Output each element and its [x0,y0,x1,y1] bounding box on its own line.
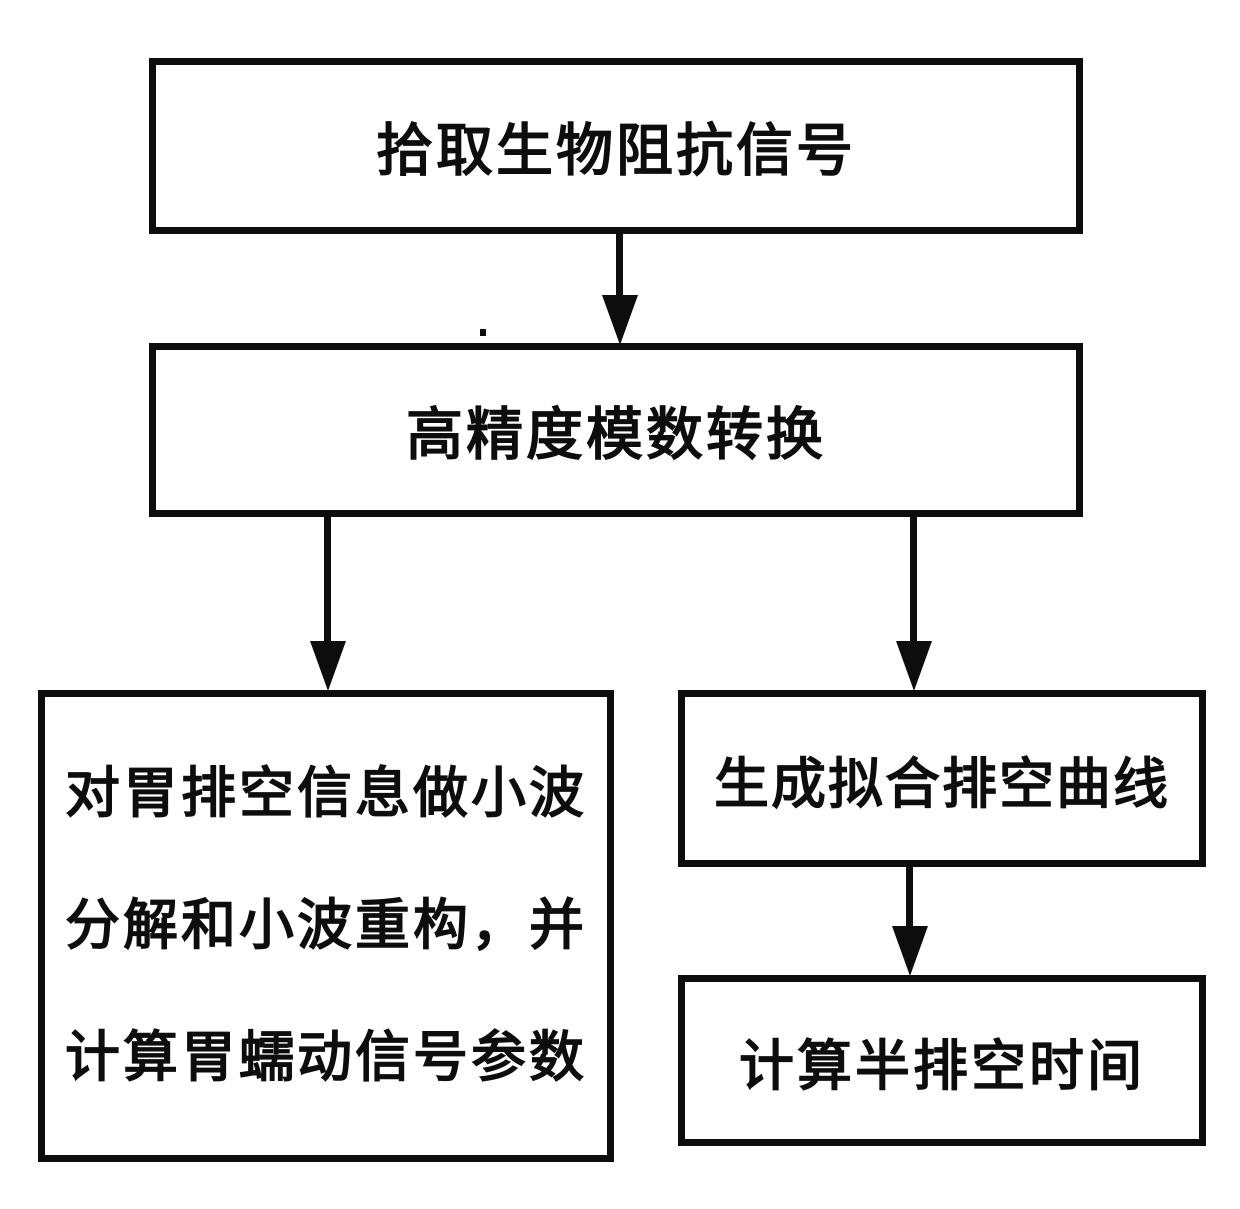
arrow-shaft [910,515,917,647]
wavelet-label-line-2: 分解和小波重构，并 [64,895,587,956]
flowchart-box-wavelet-processing: 对胃排空信息做小波 分解和小波重构，并 计算胃蠕动信号参数 [38,690,614,1162]
flowchart-box-wavelet-processing-label: 对胃排空信息做小波 分解和小波重构，并 计算胃蠕动信号参数 [65,695,587,1157]
flowchart-box-adc-conversion: 高精度模数转换 [149,343,1083,517]
wavelet-label-line-3: 计算胃蠕动信号参数 [64,1027,587,1088]
arrow-shaft [906,864,913,932]
arrow-adc-to-wavelet [310,515,346,691]
arrow-shaft [324,515,331,647]
flowchart-box-half-emptying-time-label: 计算半排空时间 [738,1035,1145,1097]
flowchart-box-fit-emptying-curve: 生成拟合排空曲线 [678,690,1206,867]
flowchart-box-acquire-signal: 拾取生物阻抗信号 [149,58,1083,234]
arrow-head-icon [602,295,638,345]
flowchart-box-acquire-signal-label: 拾取生物阻抗信号 [376,120,856,183]
arrow-adc-to-curve [896,515,932,691]
arrow-curve-to-halftime [892,864,928,976]
arrow-shaft [616,232,623,301]
flowchart-box-half-emptying-time: 计算半排空时间 [678,975,1206,1146]
arrow-head-icon [896,641,932,691]
arrow-head-icon [892,926,928,976]
flowchart-box-adc-conversion-label: 高精度模数转换 [406,404,826,467]
wavelet-label-line-1: 对胃排空信息做小波 [64,763,587,824]
arrow-acquire-to-adc [602,232,638,345]
arrow-head-icon [310,641,346,691]
flowchart-box-fit-emptying-curve-label: 生成拟合排空曲线 [713,753,1170,815]
stray-ink-dot [480,329,486,336]
